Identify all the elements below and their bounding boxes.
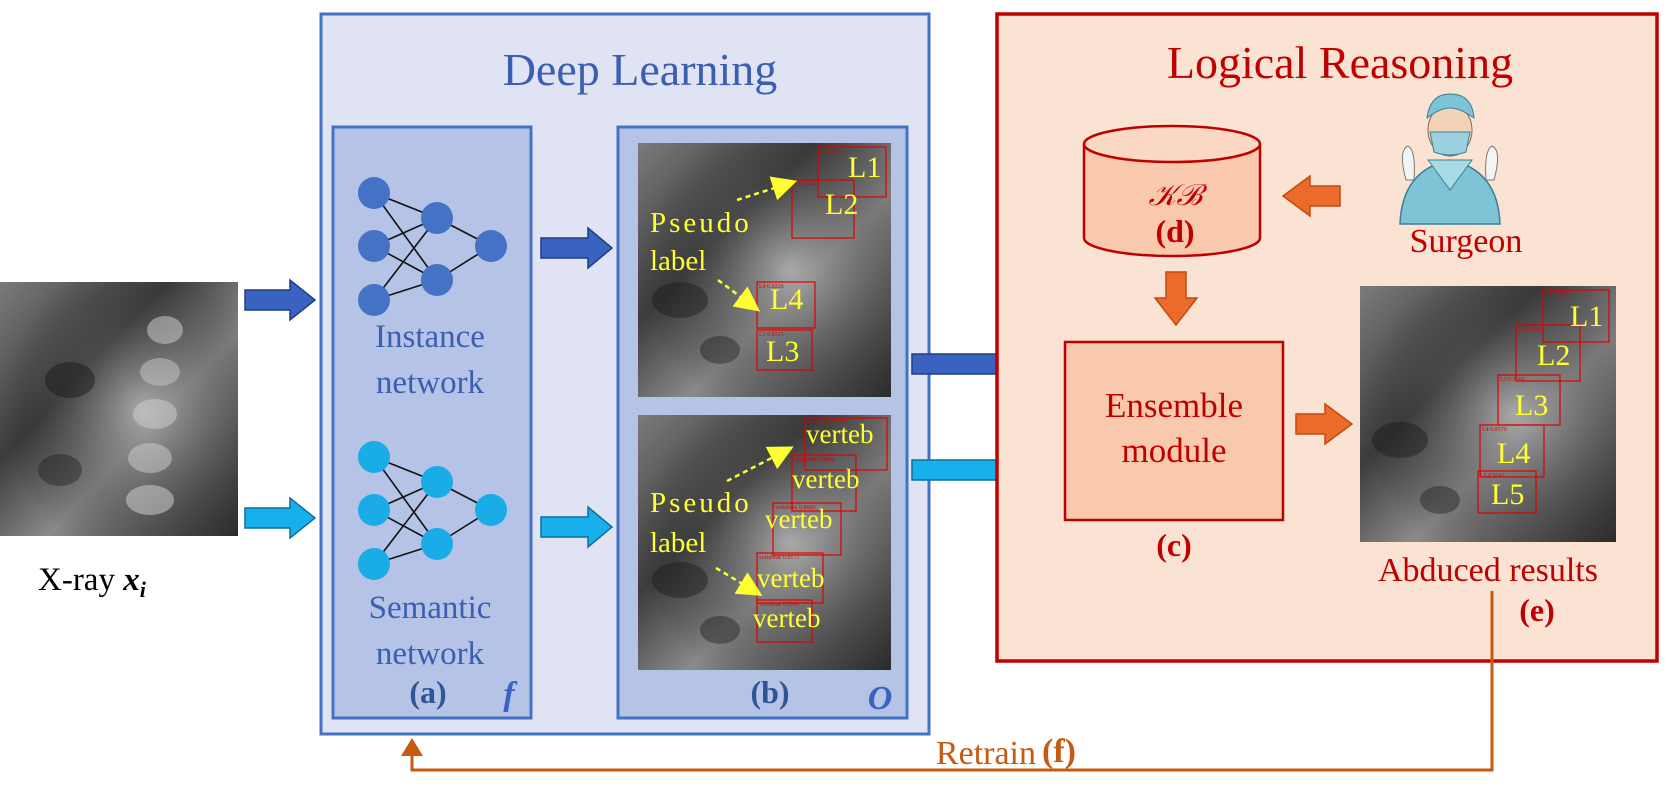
kb-symbol: 𝒦ℬ bbox=[1148, 179, 1207, 212]
ensemble-tag: (c) bbox=[1156, 527, 1192, 563]
semantic-output-image bbox=[638, 415, 891, 670]
arrow-ensemble-to-results bbox=[1295, 402, 1354, 446]
pseudo-arrow-top-1 bbox=[736, 176, 798, 202]
retrain-tag: (f) bbox=[1042, 733, 1076, 770]
label-top-l2: L2 bbox=[825, 188, 858, 221]
pseudo-label-top-1: Pseudo bbox=[650, 207, 752, 239]
score-top-1: L1 0.8574 bbox=[820, 149, 845, 155]
pseudo-label-bottom-1: Pseudo bbox=[650, 487, 752, 519]
score-result-4: L4 0.8579 bbox=[1482, 427, 1507, 433]
panel-b-tag: (b) bbox=[750, 674, 789, 710]
instance-network-icon bbox=[358, 177, 507, 316]
surgeon-label: Surgeon bbox=[1410, 223, 1523, 260]
retrain-loop-line bbox=[410, 591, 1494, 772]
score-bottom-4: vertebrae 0.8175 bbox=[759, 555, 799, 561]
label-bottom-5: verteb bbox=[753, 603, 820, 633]
label-top-l3: L3 bbox=[766, 335, 799, 368]
label-bottom-3: verteb bbox=[765, 504, 832, 534]
panel-a-tag: (a) bbox=[409, 674, 446, 710]
panel-a-symbol: f bbox=[503, 676, 518, 713]
semantic-score-tags: vertebrae 0.8297 vertebrae 0.8886 verteb… bbox=[759, 420, 847, 608]
pseudo-arrow-bottom-2 bbox=[715, 566, 763, 596]
score-result-1: L1 0.8297 bbox=[1545, 292, 1570, 298]
instance-network-label-1: Instance bbox=[375, 319, 485, 355]
results-score-tags: L1 0.8297 L2 0.8886 L3 0.9000 L4 0.8579 … bbox=[1480, 292, 1570, 479]
score-bottom-3: vertebrae 0.8660 bbox=[775, 505, 815, 511]
label-bottom-1: verteb bbox=[806, 419, 873, 449]
deep-learning-title: Deep Learning bbox=[503, 44, 778, 95]
bbox-result-l5 bbox=[1477, 470, 1537, 514]
label-result-l1: L1 bbox=[1570, 300, 1603, 333]
instance-box-labels: L1 L2 L4 L3 bbox=[766, 151, 881, 368]
bbox-bottom-2 bbox=[791, 454, 857, 512]
input-var: x bbox=[122, 562, 140, 598]
kb-tag: (d) bbox=[1155, 213, 1194, 249]
label-result-l5: L5 bbox=[1491, 478, 1524, 511]
pseudo-label-bottom-2: label bbox=[650, 527, 706, 559]
label-top-l1: L1 bbox=[848, 151, 881, 184]
score-bottom-1: vertebrae 0.8297 bbox=[807, 420, 847, 426]
bbox-top-l2 bbox=[791, 179, 855, 239]
arrow-input-to-instance bbox=[244, 278, 317, 322]
pseudo-arrow-bottom-1 bbox=[726, 446, 794, 483]
results-bboxes bbox=[1477, 289, 1610, 514]
score-result-5: L5 0.9243 bbox=[1480, 473, 1505, 479]
instance-score-tags: L1 0.8574 L2 0.9463 L4 0.9226 L3 0.8725 bbox=[759, 149, 845, 338]
label-result-l4: L4 bbox=[1497, 437, 1530, 470]
arrow-kb-to-ensemble bbox=[1153, 271, 1199, 327]
label-top-l4: L4 bbox=[770, 283, 803, 316]
retrain-arrowhead bbox=[401, 738, 423, 756]
score-result-3: L3 0.9000 bbox=[1500, 377, 1525, 383]
ensemble-module bbox=[1063, 340, 1285, 522]
semantic-box-labels: verteb verteb verteb verteb verteb bbox=[753, 419, 873, 633]
results-box-labels: L1 L2 L3 L4 L5 bbox=[1491, 300, 1603, 511]
label-bottom-4: verteb bbox=[757, 563, 824, 593]
label-result-l2: L2 bbox=[1537, 339, 1570, 372]
instance-network-label-2: network bbox=[376, 365, 485, 401]
abduced-results-label: Abduced results bbox=[1378, 552, 1598, 589]
bbox-bottom-3 bbox=[772, 502, 842, 556]
semantic-network-label-1: Semantic bbox=[369, 590, 492, 626]
score-top-3: L4 0.9226 bbox=[759, 284, 784, 290]
bbox-top-l1 bbox=[817, 146, 887, 198]
bbox-bottom-5 bbox=[756, 599, 813, 643]
abduced-results-tag: (e) bbox=[1519, 592, 1555, 628]
semantic-network-icon bbox=[358, 441, 507, 580]
semantic-network-label-2: network bbox=[376, 636, 485, 672]
input-xray-image bbox=[0, 282, 238, 536]
input-label: X-ray xi bbox=[38, 562, 147, 602]
input-label-text: X-ray bbox=[38, 562, 123, 598]
bbox-result-l4 bbox=[1479, 424, 1545, 478]
arrow-input-to-semantic bbox=[244, 496, 317, 540]
bbox-result-l2 bbox=[1515, 324, 1581, 382]
ensemble-label-1: Ensemble bbox=[1105, 386, 1243, 425]
label-bottom-2: verteb bbox=[792, 464, 859, 494]
label-result-l3: L3 bbox=[1515, 389, 1548, 422]
bbox-top-l3 bbox=[756, 329, 813, 371]
abduced-results-image bbox=[1360, 286, 1616, 542]
arrow-semantic-to-b bbox=[540, 505, 614, 549]
ensemble-label-2: module bbox=[1122, 431, 1227, 470]
knowledge-base-cylinder bbox=[1082, 124, 1262, 258]
retrain-label: Retrain bbox=[936, 735, 1036, 772]
score-top-4: L3 0.8725 bbox=[759, 332, 784, 338]
logical-reasoning-title: Logical Reasoning bbox=[1167, 37, 1513, 88]
arrow-surgeon-to-kb bbox=[1281, 174, 1341, 218]
pseudo-arrow-top-2 bbox=[717, 279, 760, 312]
pseudo-label-top-2: label bbox=[650, 245, 706, 277]
panel-b-symbol: O bbox=[868, 680, 893, 717]
input-sub: i bbox=[140, 577, 147, 602]
score-top-2: L2 0.9463 bbox=[794, 182, 819, 188]
instance-output-image bbox=[638, 143, 891, 397]
score-bottom-5: vertebrae 0.9243 bbox=[759, 602, 799, 608]
bbox-result-l1 bbox=[1542, 289, 1610, 343]
score-bottom-2: vertebrae 0.8886 bbox=[794, 457, 834, 463]
arrow-instance-to-b bbox=[540, 226, 614, 270]
bbox-bottom-1 bbox=[804, 417, 888, 471]
surgeon-icon bbox=[1399, 93, 1501, 225]
score-result-2: L2 0.8886 bbox=[1518, 327, 1543, 333]
